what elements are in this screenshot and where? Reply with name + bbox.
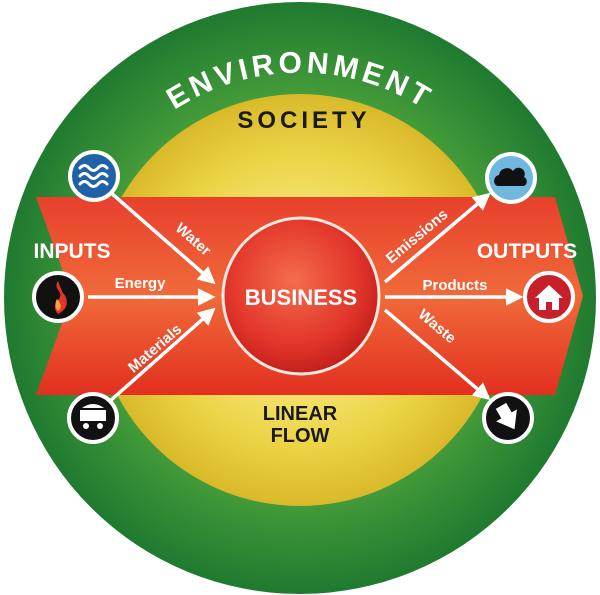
house-icon: [523, 271, 575, 323]
business-sphere: [221, 216, 381, 376]
water-arrow: [108, 190, 216, 285]
emissions-arrow: [383, 192, 491, 284]
mine-cart-icon: [67, 392, 119, 444]
linear-flow-label-line2: FLOW: [271, 425, 330, 447]
linear-flow-label-line1: LINEAR: [263, 403, 338, 425]
outputs-label: OUTPUTS: [477, 240, 577, 263]
waste-arrow: [383, 308, 491, 401]
business-label: BUSINESS: [245, 285, 357, 310]
materials-arrow: [108, 307, 216, 403]
cloud-icon: [485, 152, 537, 204]
inputs-label: INPUTS: [33, 240, 110, 263]
down-arrow-icon: [482, 392, 534, 444]
products-label: Products: [422, 277, 487, 294]
energy-label: Energy: [115, 275, 167, 292]
flame-icon: [32, 271, 84, 323]
society-label: SOCIETY: [237, 107, 370, 134]
water-waves-icon: [68, 150, 120, 202]
